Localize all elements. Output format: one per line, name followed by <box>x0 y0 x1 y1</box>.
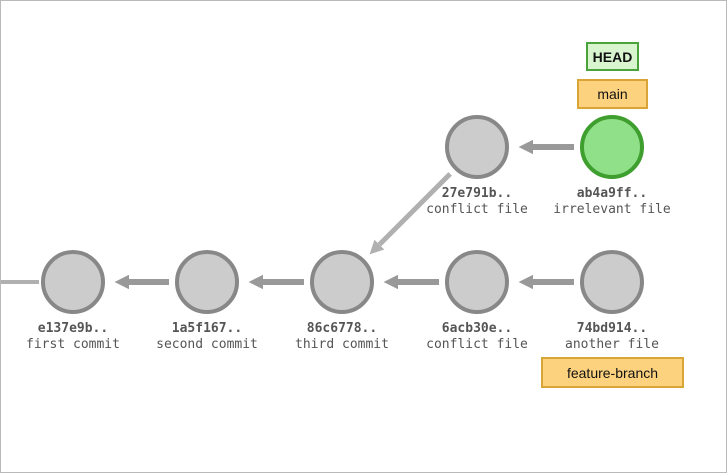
commit-hash-74bd914: 74bd914.. <box>577 321 647 336</box>
commit-message-86c6778: third commit <box>295 337 389 352</box>
commit-hash-1a5f167: 1a5f167.. <box>172 321 242 336</box>
edge-27e791b-to-86c6778 <box>369 172 452 255</box>
commit-node-74bd914[interactable] <box>580 250 644 314</box>
commit-message-1a5f167: second commit <box>156 337 258 352</box>
labels-layer: e137e9b..first commit 1a5f167..second com… <box>26 186 671 352</box>
commit-message-27e791b: conflict file <box>426 202 528 217</box>
commit-node-e137e9b[interactable] <box>41 250 105 314</box>
commit-node-1a5f167[interactable] <box>175 250 239 314</box>
commit-hash-ab4a9ff: ab4a9ff.. <box>577 186 647 201</box>
branch-label-feature-branch[interactable]: feature-branch <box>541 357 684 388</box>
commit-message-ab4a9ff: irrelevant file <box>553 202 671 217</box>
nodes-layer <box>41 115 644 314</box>
edges-layer <box>114 139 574 290</box>
commit-message-6acb30e: conflict file <box>426 337 528 352</box>
commit-message-74bd914: another file <box>565 337 659 352</box>
commit-hash-6acb30e: 6acb30e.. <box>442 321 512 336</box>
commit-node-27e791b[interactable] <box>445 115 509 179</box>
commit-hash-86c6778: 86c6778.. <box>307 321 377 336</box>
commit-node-6acb30e[interactable] <box>445 250 509 314</box>
commit-message-e137e9b: first commit <box>26 337 120 352</box>
commit-hash-27e791b: 27e791b.. <box>442 186 512 201</box>
commit-hash-e137e9b: e137e9b.. <box>38 321 108 336</box>
commit-node-86c6778[interactable] <box>310 250 374 314</box>
branch-label-main[interactable]: main <box>577 79 648 109</box>
head-label[interactable]: HEAD <box>586 42 639 71</box>
commit-node-ab4a9ff[interactable] <box>580 115 644 179</box>
